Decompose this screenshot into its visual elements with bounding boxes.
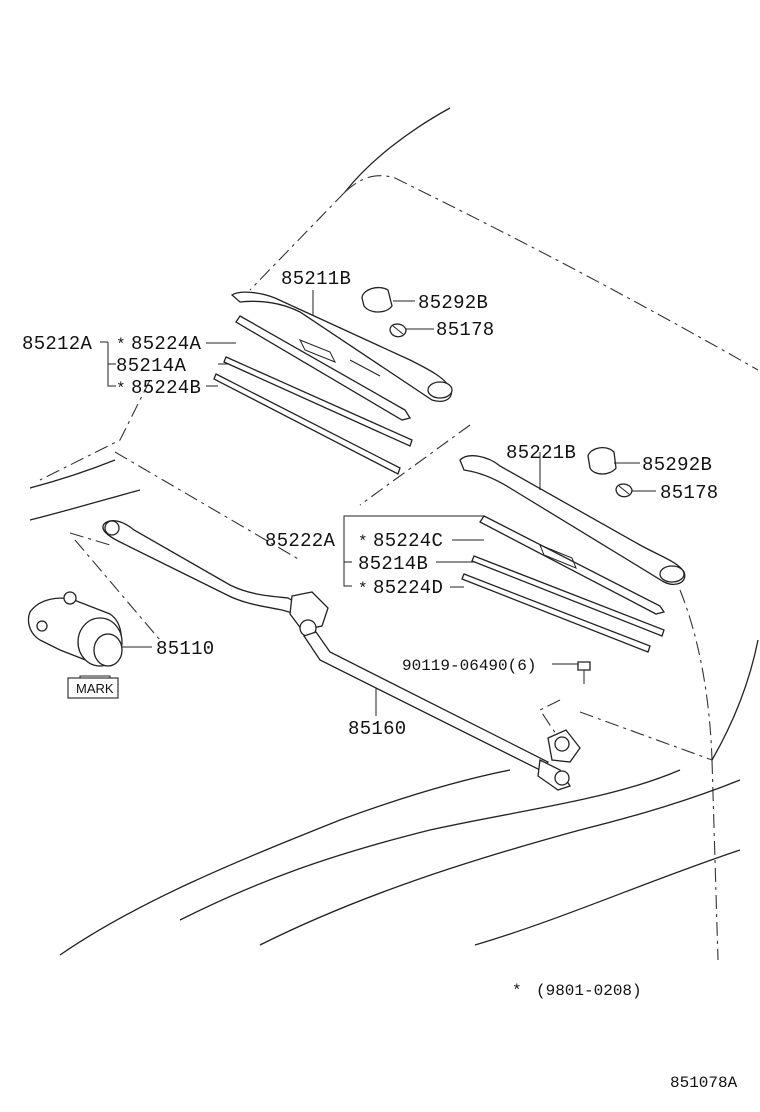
footnote-symbol: *: [512, 982, 522, 1000]
label-85292b-driver: 85292B: [418, 292, 488, 314]
mark-box: [67, 677, 119, 699]
wiper-motor: [27, 591, 123, 690]
label-85224d: 85224D: [373, 577, 443, 599]
label-85211b: 85211B: [281, 268, 351, 290]
passenger-cap-nut: [587, 446, 633, 498]
part-labels: 85211B 85292B 85178 85212A * 85224A 8521…: [22, 268, 738, 1092]
leader-lines: [100, 290, 656, 716]
driver-wiper-assembly: [213, 291, 453, 475]
passenger-wiper-assembly: [459, 455, 686, 653]
asterisk-85224d: *: [358, 580, 368, 598]
label-85110: 85110: [156, 638, 215, 660]
asterisk-85224c: *: [358, 533, 368, 551]
label-85214b: 85214B: [358, 553, 428, 575]
diagram-id: 851078A: [670, 1074, 738, 1092]
label-85160: 85160: [348, 718, 407, 740]
driver-cap-nut: [361, 286, 407, 338]
label-bolt: 90119-06490(6): [402, 657, 536, 675]
label-85178-passenger: 85178: [660, 482, 719, 504]
label-85224a: 85224A: [131, 333, 202, 355]
label-85292b-passenger: 85292B: [642, 454, 712, 476]
label-85178-driver: 85178: [436, 319, 495, 341]
wiper-link-assembly: [102, 519, 591, 791]
label-85221b: 85221B: [506, 442, 576, 464]
asterisk-85224a: *: [116, 336, 126, 354]
label-85212a: 85212A: [22, 333, 93, 355]
asterisk-85224b: *: [116, 380, 126, 398]
vehicle-outline: [29, 107, 759, 961]
footnote-text: (9801-0208): [536, 982, 642, 1000]
label-85214a: 85214A: [116, 355, 187, 377]
label-85222a: 85222A: [265, 530, 336, 552]
label-mark: MARK: [76, 681, 114, 696]
label-85224c: 85224C: [373, 530, 443, 552]
label-85224b: 85224B: [131, 377, 201, 399]
